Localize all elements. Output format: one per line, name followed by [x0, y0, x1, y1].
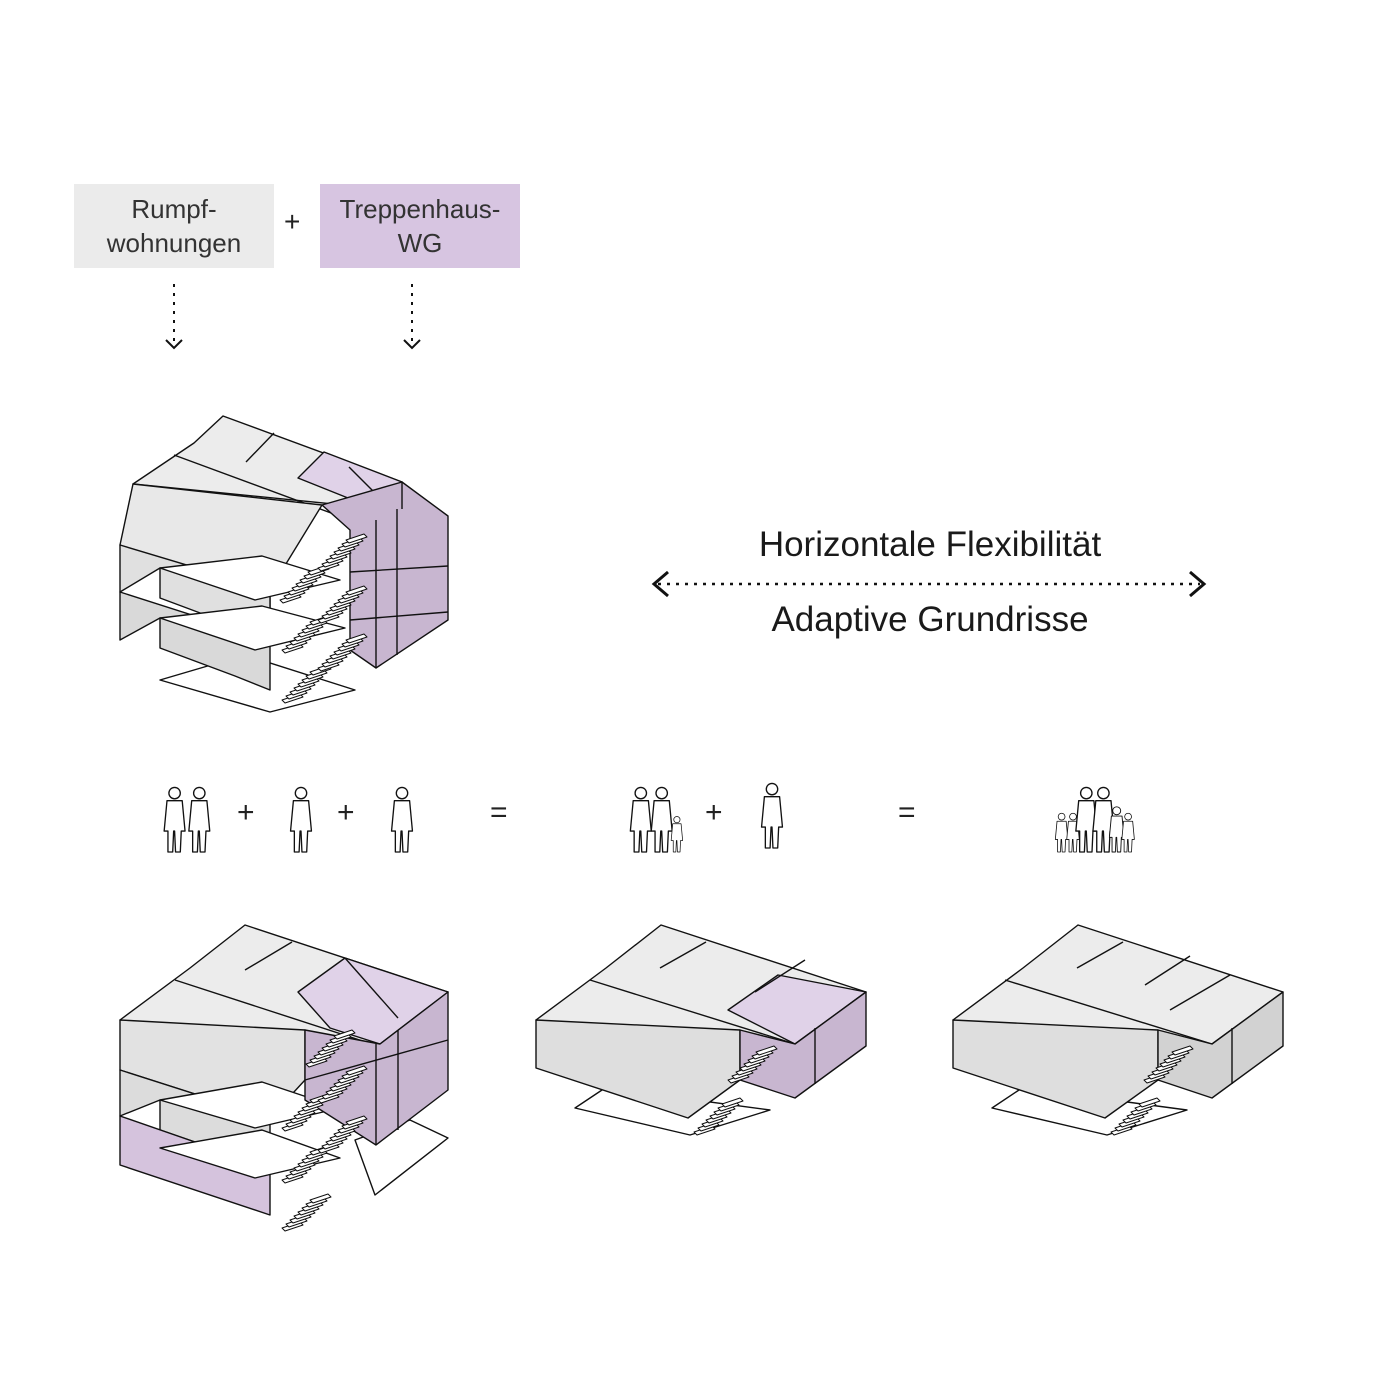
dotted-down-arrow-left: [165, 284, 183, 350]
front-volume-grey: [535, 1019, 741, 1119]
stair-tower-grey: [1157, 991, 1284, 1099]
equation-plus-3: +: [705, 796, 723, 829]
building-bottom-left: [119, 924, 449, 1232]
equation-plus-2: +: [337, 796, 355, 829]
people-couple: [163, 786, 211, 853]
horizontal-flexibility-label: Horizontale Flexibilität: [758, 525, 1102, 564]
adaptive-floorplans-label: Adaptive Grundrisse: [771, 600, 1089, 639]
building-bottom-right: [952, 924, 1284, 1136]
person-single-2: [390, 786, 414, 853]
legend-treppen-line1: Treppenhaus-: [339, 194, 501, 224]
equation-plus-1: +: [237, 796, 255, 829]
legend-rumpf-line2: wohnungen: [106, 228, 242, 258]
legend-rumpf-line1: Rumpf-: [131, 194, 217, 224]
equation-equals-2: =: [898, 796, 916, 829]
front-volume-grey: [952, 1019, 1159, 1119]
people-family: [629, 786, 684, 853]
legend-rumpfwohnungen: Rumpf- wohnungen: [74, 184, 274, 268]
person-single-1: [289, 786, 313, 853]
legend-treppen-line2: WG: [397, 228, 443, 258]
equation-equals-1: =: [490, 796, 508, 829]
legend-plus: +: [284, 206, 301, 237]
stair-tower-purple: [321, 481, 449, 669]
person-walking: [760, 782, 784, 849]
dotted-down-arrow-right: [403, 284, 421, 350]
double-headed-dotted-arrow: [651, 570, 1207, 598]
legend-treppenhaus-wg: Treppenhaus- WG: [320, 184, 520, 268]
building-bottom-middle: [535, 924, 867, 1136]
building-top-gabled: [119, 415, 449, 713]
people-group: [1054, 786, 1135, 853]
